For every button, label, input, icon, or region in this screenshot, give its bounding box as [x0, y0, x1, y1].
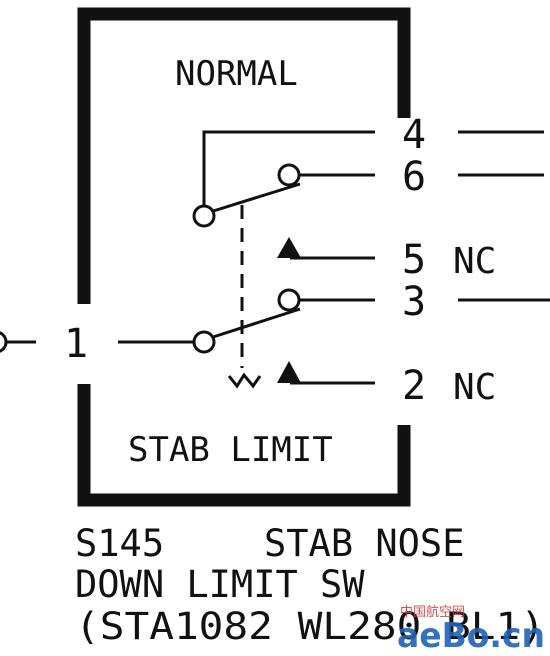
nc-2-label: NC — [453, 367, 496, 408]
terminal-common-upper — [192, 204, 216, 228]
watermark-logo: 中国航空网 aeBo.cn — [397, 604, 545, 656]
caption-line-3: (STA1082 WL280 BL1) — [75, 605, 545, 648]
watermark-big-text: aeBo.cn — [397, 616, 545, 656]
terminal-3 — [277, 288, 301, 312]
actuator-symbol — [227, 372, 262, 389]
pin-6-label: 6 — [402, 154, 426, 200]
pin-4-label: 4 — [402, 112, 426, 158]
terminal-6 — [277, 163, 301, 187]
wires — [6, 130, 550, 389]
housing-top-left — [77, 7, 411, 304]
terminals — [0, 163, 301, 354]
housing-bottom — [77, 384, 411, 507]
watermark-small-text: 中国航空网 — [400, 604, 465, 620]
lower-blade — [209, 307, 301, 340]
switch-housing — [77, 7, 411, 507]
pin-3-label: 3 — [402, 279, 426, 325]
stab-limit-label: STAB LIMIT — [128, 430, 333, 470]
nc-triangle-5 — [277, 237, 301, 258]
caption-component-id: S145 — [75, 522, 164, 565]
terminal-1-left — [0, 331, 8, 353]
caption-component-name: STAB NOSE — [264, 522, 464, 565]
pin-5-label: 5 — [402, 237, 426, 283]
terminal-common-lower — [192, 330, 216, 354]
nc-triangle-2 — [277, 361, 301, 383]
normal-label: NORMAL — [175, 54, 298, 94]
caption-line-2: DOWN LIMIT SW — [75, 563, 365, 606]
nc-contacts — [277, 237, 301, 383]
wire-4-common — [202, 130, 375, 214]
pin-2-label: 2 — [402, 363, 426, 409]
pin-1-label: 1 — [64, 321, 88, 367]
nc-5-label: NC — [453, 241, 496, 282]
upper-blade — [209, 182, 301, 214]
